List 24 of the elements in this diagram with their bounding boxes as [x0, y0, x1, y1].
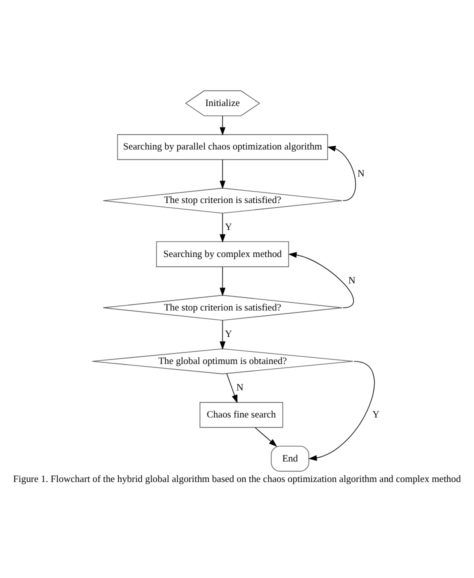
arrow	[220, 212, 226, 243]
node-diamond: The global optimum is obtained?	[92, 348, 354, 374]
edge-label: Y	[224, 222, 232, 234]
arrow	[220, 320, 226, 350]
arrow	[327, 146, 356, 202]
arrow	[220, 266, 226, 296]
node-box: Searching by complex method	[156, 241, 289, 268]
node-box: Searching by parallel chaos optimization algorithm	[117, 134, 328, 160]
node-diamond: The stop criterion is satisfied?	[102, 294, 342, 321]
edge-label: N	[348, 276, 356, 287]
edge-label: Y	[224, 329, 232, 340]
node-diamond: The stop criterion is satisfied?	[102, 188, 342, 214]
node-box: Chaos fine search	[200, 402, 284, 428]
node-box: End	[270, 446, 310, 472]
arrow	[254, 427, 278, 447]
edge-label: N	[236, 382, 244, 394]
arrow	[226, 373, 238, 404]
arrow	[288, 252, 354, 308]
edge-label: Y	[372, 409, 380, 420]
arrow	[308, 360, 375, 461]
arrow	[220, 116, 226, 136]
caption: Figure 1. Flowchart of the hybrid global algorithm based on the chaos optimization algorithm and complex method	[13, 474, 461, 485]
arrow	[220, 159, 226, 190]
edge-label: N	[357, 168, 364, 180]
